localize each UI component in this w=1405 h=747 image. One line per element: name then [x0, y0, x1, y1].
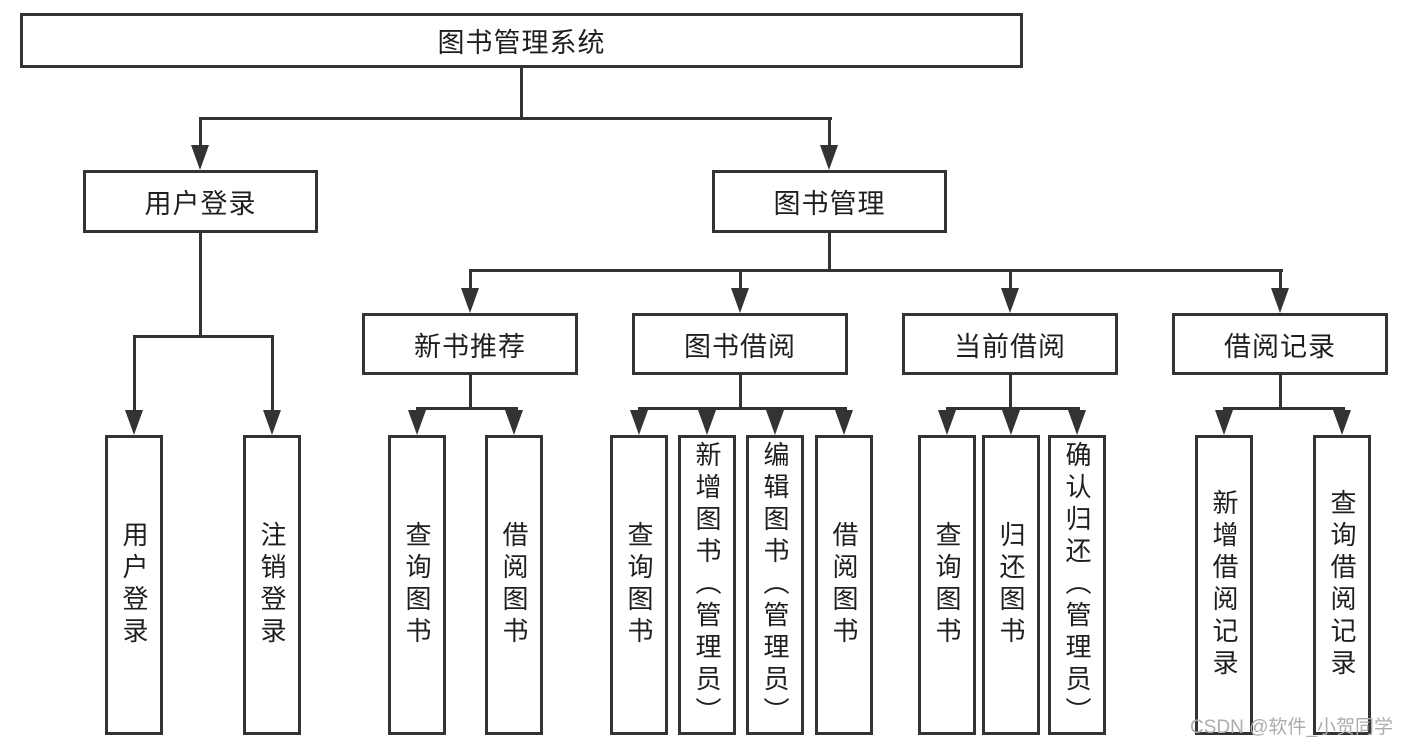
- node-user-login-label: 用户登录: [144, 189, 257, 219]
- leaf-borrow-query-books-label: 查询图书: [624, 521, 654, 649]
- connector-line: [469, 375, 472, 409]
- leaf-logout: 注销登录: [243, 435, 301, 735]
- connector-line: [416, 407, 518, 410]
- leaf-recommend-query-books-label: 查询图书: [402, 521, 432, 649]
- leaf-borrow-query-books: 查询图书: [610, 435, 668, 735]
- leaf-confirm-return-admin-label: 确认归还（管理员）: [1062, 441, 1092, 729]
- watermark: CSDN @软件_小贺同学: [1190, 717, 1393, 738]
- arrow-down-icon: [1271, 288, 1289, 313]
- arrow-down-icon: [505, 410, 523, 435]
- arrow-down-icon: [1333, 410, 1351, 435]
- leaf-logout-label: 注销登录: [257, 521, 287, 649]
- arrow-down-icon: [731, 288, 749, 313]
- leaf-confirm-return-admin: 确认归还（管理员）: [1048, 435, 1106, 735]
- connector-line: [133, 335, 136, 413]
- connector-line: [1009, 375, 1012, 409]
- node-new-book-recommend-label: 新书推荐: [414, 331, 526, 362]
- node-root: 图书管理系统: [20, 13, 1023, 68]
- leaf-add-borrow-record: 新增借阅记录: [1195, 435, 1253, 735]
- node-root-label: 图书管理系统: [437, 28, 606, 58]
- leaf-add-books-admin-label: 新增图书（管理员）: [692, 441, 722, 729]
- arrow-down-icon: [835, 410, 853, 435]
- leaf-recommend-borrow-books: 借阅图书: [485, 435, 543, 735]
- leaf-user-login-label: 用户登录: [119, 521, 149, 649]
- connector-line: [271, 335, 274, 413]
- connector-line: [828, 233, 831, 272]
- node-new-book-recommend: 新书推荐: [362, 313, 578, 375]
- arrow-down-icon: [461, 288, 479, 313]
- arrow-down-icon: [766, 410, 784, 435]
- node-book-borrow-label: 图书借阅: [684, 331, 796, 362]
- connector-line: [638, 407, 847, 410]
- leaf-query-borrow-records: 查询借阅记录: [1313, 435, 1371, 735]
- leaf-recommend-query-books: 查询图书: [388, 435, 446, 735]
- connector-line: [133, 335, 274, 338]
- node-borrow-records: 借阅记录: [1172, 313, 1388, 375]
- connector-line: [199, 117, 832, 120]
- leaf-borrow-books: 借阅图书: [815, 435, 873, 735]
- leaf-add-borrow-record-label: 新增借阅记录: [1209, 489, 1239, 681]
- node-book-management: 图书管理: [712, 170, 947, 233]
- node-user-login: 用户登录: [83, 170, 318, 233]
- connector-line: [739, 375, 742, 409]
- node-book-management-label: 图书管理: [773, 189, 886, 219]
- connector-line: [1279, 269, 1282, 293]
- connector-line: [1279, 375, 1282, 409]
- arrow-down-icon: [630, 410, 648, 435]
- connector-line: [1009, 269, 1012, 293]
- leaf-return-books-label: 归还图书: [996, 521, 1026, 649]
- leaf-current-query-books-label: 查询图书: [932, 521, 962, 649]
- arrow-down-icon: [263, 410, 281, 435]
- arrow-down-icon: [698, 410, 716, 435]
- arrow-down-icon: [1068, 410, 1086, 435]
- leaf-current-query-books: 查询图书: [918, 435, 976, 735]
- arrow-down-icon: [1002, 410, 1020, 435]
- leaf-recommend-borrow-books-label: 借阅图书: [499, 521, 529, 649]
- arrow-down-icon: [408, 410, 426, 435]
- node-current-borrow: 当前借阅: [902, 313, 1118, 375]
- arrow-down-icon: [191, 145, 209, 170]
- connector-line: [1223, 407, 1345, 410]
- connector-line: [739, 269, 742, 293]
- leaf-return-books: 归还图书: [982, 435, 1040, 735]
- arrow-down-icon: [820, 145, 838, 170]
- connector-line: [199, 233, 202, 337]
- arrow-down-icon: [1215, 410, 1233, 435]
- leaf-query-borrow-records-label: 查询借阅记录: [1327, 489, 1357, 681]
- node-book-borrow: 图书借阅: [632, 313, 848, 375]
- leaf-edit-books-admin: 编辑图书（管理员）: [746, 435, 804, 735]
- arrow-down-icon: [938, 410, 956, 435]
- connector-line: [946, 407, 1080, 410]
- leaf-user-login: 用户登录: [105, 435, 163, 735]
- connector-line: [469, 269, 1283, 272]
- connector-line: [520, 68, 523, 120]
- leaf-edit-books-admin-label: 编辑图书（管理员）: [760, 441, 790, 729]
- connector-line: [469, 269, 472, 293]
- node-current-borrow-label: 当前借阅: [954, 331, 1066, 362]
- arrow-down-icon: [125, 410, 143, 435]
- arrow-down-icon: [1001, 288, 1019, 313]
- connector-line: [199, 117, 202, 149]
- leaf-borrow-books-label: 借阅图书: [829, 521, 859, 649]
- leaf-add-books-admin: 新增图书（管理员）: [678, 435, 736, 735]
- connector-line: [828, 117, 831, 149]
- node-borrow-records-label: 借阅记录: [1224, 331, 1336, 362]
